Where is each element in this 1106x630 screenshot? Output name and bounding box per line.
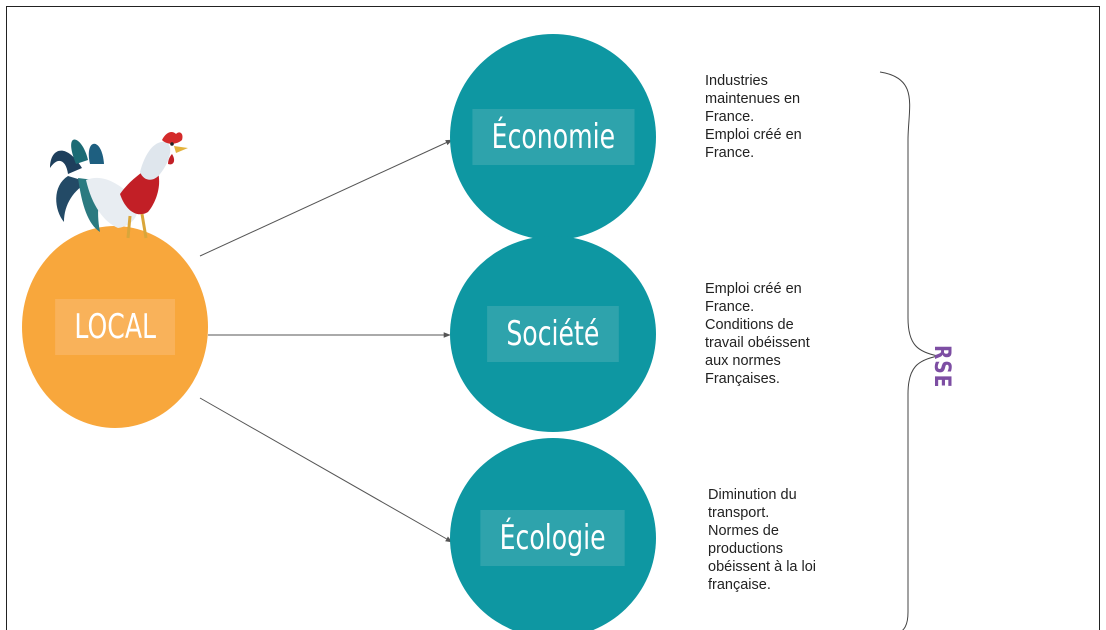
societe-label: Société [487,306,619,362]
societe-node: Société [450,236,656,432]
note-line: aux normes [705,353,781,369]
economie-label: Économie [472,109,634,165]
note-line: transport. [708,505,770,521]
note-line: Normes de [708,523,779,539]
note-line: Industries [705,73,768,89]
note-line: productions [708,541,783,557]
economie-node: Économie [450,34,656,240]
economie-notes: Industries maintenues en France. Emploi … [705,72,802,162]
note-line: travail obéissent [705,335,810,351]
note-line: France. [705,299,755,315]
note-line: française. [708,577,771,593]
rse-brace [879,71,939,630]
arrow-to-ecologie [199,397,453,543]
local-node: LOCAL [22,226,208,428]
note-line: France. [705,109,755,125]
ecologie-node: Écologie [450,438,656,630]
local-label: LOCAL [54,299,176,355]
note-line: Diminution du [708,487,797,503]
note-line: maintenues en [705,91,801,107]
ecologie-label: Écologie [480,510,626,566]
note-line: France. [705,145,755,161]
note-line: Françaises. [705,371,780,387]
diagram-frame [6,6,1100,630]
note-line: obéissent à la loi [708,559,817,575]
rooster-icon [50,132,188,239]
note-line: Conditions de [705,317,794,333]
ecologie-notes: Diminution du transport. Normes de produ… [708,486,816,594]
note-line: Emploi créé en [705,127,802,143]
rse-label: RSE [929,345,954,389]
arrow-to-economie [199,139,453,257]
note-line: Emploi créé en [705,281,802,297]
societe-notes: Emploi créé en France. Conditions de tra… [705,280,810,388]
